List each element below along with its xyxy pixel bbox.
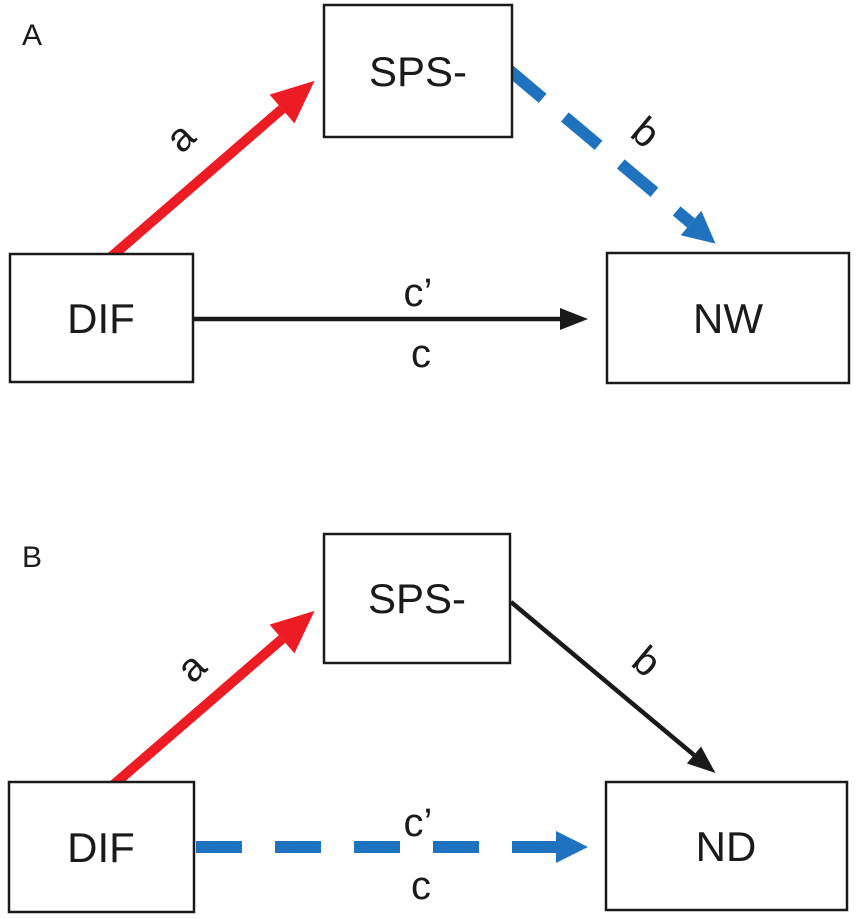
panel-b-outcome-box: ND [604, 780, 849, 912]
panel-a-outcome-box: NW [605, 251, 851, 385]
panel-b-path-b-arrow [509, 600, 716, 773]
panel-a-path-a-label: a [157, 114, 204, 162]
panel-a-path-b-label: b [623, 109, 668, 157]
panel-a-mediator-rect [322, 3, 514, 139]
panel-a-path-b-arrow [505, 65, 716, 244]
panel-b-path-c-label: c [411, 864, 431, 908]
panel-a-path-a-arrow [100, 80, 315, 267]
panel-b: B SPS- DIF ND a b c’ c [7, 532, 849, 914]
panel-b-mediator-rect [322, 532, 512, 665]
panel-b-outcome-label: ND [696, 823, 757, 870]
panel-b-path-a-label: a [168, 644, 215, 692]
panel-a-mediator-box: SPS- [322, 3, 514, 139]
panel-b-outcome-rect [604, 780, 849, 912]
panel-b-path-c-prime-label: c’ [404, 801, 433, 845]
panel-a-mediator-label: SPS- [369, 48, 467, 95]
panel-b-predictor-rect [7, 780, 196, 914]
panel-b-mediator-box: SPS- [322, 532, 512, 665]
panel-b-path-a-arrow [100, 610, 315, 797]
panel-b-predictor-label: DIF [67, 824, 135, 871]
panel-a-predictor-label: DIF [67, 295, 135, 342]
panel-a-path-c-label: c [411, 332, 431, 376]
panel-b-mediator-label: SPS- [368, 575, 466, 622]
panel-a-outcome-rect [605, 251, 851, 385]
panel-b-letter: B [22, 541, 42, 574]
panel-a-path-c-prime-label: c’ [404, 271, 433, 315]
panel-a-predictor-rect [8, 252, 195, 384]
panel-a-letter: A [22, 19, 42, 52]
panel-b-path-b-label: b [624, 638, 669, 686]
panel-a-outcome-label: NW [693, 295, 763, 342]
panel-b-predictor-box: DIF [7, 780, 196, 914]
panel-a: A SPS- DIF NW a b c’ c [8, 3, 851, 385]
panel-a-predictor-box: DIF [8, 252, 195, 384]
